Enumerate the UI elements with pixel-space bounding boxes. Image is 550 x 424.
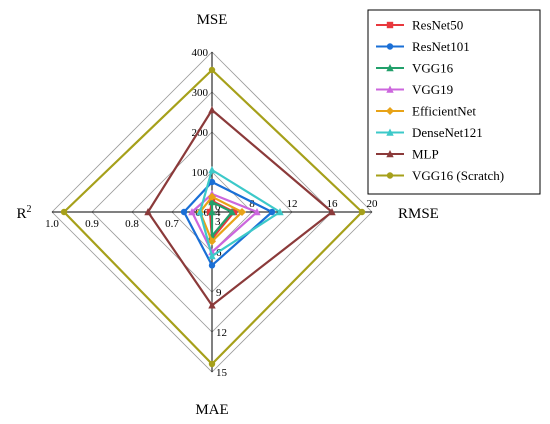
tick-label-mae-0: 3 <box>215 216 221 228</box>
legend-marker-vgg19 <box>386 85 394 93</box>
legend-label-vgg19: VGG19 <box>412 82 453 97</box>
legend-item-efficientnet: EfficientNet <box>376 104 476 119</box>
data-point-vgg16-scratch-r <box>60 208 68 216</box>
legend-label-resnet101: ResNet101 <box>412 39 470 54</box>
tick-label-r-1: 0.7 <box>165 218 179 230</box>
legend-item-densenet121: DenseNet121 <box>376 125 483 140</box>
legend-item-vgg16: VGG16 <box>376 61 454 76</box>
tick-label-mse-1: 100 <box>192 167 209 179</box>
legend-item-vgg16-scratch: VGG16 (Scratch) <box>376 168 504 183</box>
legend-item-vgg19: VGG19 <box>376 82 453 97</box>
data-point-vgg16-scratch-mse <box>208 66 216 74</box>
data-point-vgg16-scratch-mae <box>208 360 216 368</box>
data-point-vgg19-mae <box>208 248 216 256</box>
legend-marker-vgg16-scratch <box>386 172 394 179</box>
legend-marker-resnet101 <box>386 43 394 50</box>
legend-marker-efficientnet <box>386 107 394 115</box>
data-point-densenet121-mse <box>208 166 216 174</box>
legend: ResNet50ResNet101VGG16VGG19EfficientNetD… <box>367 9 541 195</box>
legend-marker-vgg16 <box>386 64 394 72</box>
data-point-densenet121-mae <box>208 252 216 260</box>
data-point-densenet121-rmse <box>276 208 284 216</box>
tick-label-rmse-0: 4 <box>215 207 221 219</box>
legend-label-vgg16-scratch: VGG16 (Scratch) <box>412 168 504 183</box>
data-point-resnet101-r <box>180 208 188 216</box>
legend-item-resnet50: ResNet50 <box>376 18 463 33</box>
legend-label-mlp: MLP <box>412 147 439 162</box>
tick-label-mse-4: 400 <box>192 47 209 59</box>
axis-title-rmse: RMSE <box>398 206 439 222</box>
tick-label-r-3: 0.9 <box>85 218 99 230</box>
legend-marker-mlp <box>386 150 394 158</box>
legend-marker-densenet121 <box>386 128 394 136</box>
data-point-densenet121-r <box>196 208 204 216</box>
data-point-efficientnet-rmse <box>238 208 246 216</box>
data-point-resnet101-rmse <box>268 208 276 216</box>
legend-label-efficientnet: EfficientNet <box>412 104 476 119</box>
legend-label-vgg16: VGG16 <box>412 61 454 76</box>
data-point-mlp-rmse <box>328 208 336 216</box>
tick-label-rmse-4: 20 <box>367 198 379 210</box>
legend-label-densenet121: DenseNet121 <box>412 125 483 140</box>
legend-item-resnet101: ResNet101 <box>376 39 470 54</box>
series <box>60 66 366 368</box>
axis-titles: MSE RMSE MAE R2 <box>16 12 438 418</box>
axis-title-r: R2 <box>16 204 31 222</box>
series-line-mlp <box>146 108 334 307</box>
data-point-resnet101-mse <box>208 178 216 186</box>
tick-label-rmse-3: 16 <box>327 198 339 210</box>
tick-label-r-2: 0.8 <box>125 218 139 230</box>
tick-label-mae-1: 6 <box>216 247 222 259</box>
tick-label-mae-4: 15 <box>216 367 228 379</box>
data-point-mlp-mae <box>208 301 216 309</box>
data-point-mlp-r <box>144 208 152 216</box>
data-point-vgg16-scratch-rmse <box>358 208 366 216</box>
legend-item-mlp: MLP <box>376 147 439 162</box>
data-point-vgg16-r <box>208 208 216 216</box>
tick-label-mse-3: 300 <box>192 87 209 99</box>
axis-title-mae: MAE <box>195 402 228 418</box>
legend-box <box>367 9 541 195</box>
data-point-efficientnet-mae <box>208 237 216 246</box>
series-vgg16 <box>208 198 236 240</box>
series-mlp <box>144 106 336 309</box>
series-vgg16-scratch <box>60 66 366 368</box>
data-point-resnet101-mae <box>208 262 216 269</box>
data-point-vgg19-r <box>188 208 196 216</box>
legend-label-resnet50: ResNet50 <box>412 18 463 33</box>
tick-label-r-4: 1.0 <box>45 218 59 230</box>
tick-label-rmse-2: 12 <box>287 198 298 210</box>
series-densenet121 <box>196 166 284 260</box>
data-point-vgg16-mse <box>208 198 216 206</box>
data-point-efficientnet-mse <box>208 192 216 201</box>
data-point-vgg16-rmse <box>228 208 236 216</box>
tick-label-mae-2: 9 <box>216 287 222 299</box>
tick-label-rmse-1: 8 <box>249 198 255 210</box>
tick-label-mse-0: 0 <box>215 201 221 213</box>
legend-marker-resnet50 <box>386 21 394 29</box>
axis-title-mse: MSE <box>197 12 228 28</box>
series-resnet101 <box>180 178 276 269</box>
tick-label-mae-3: 12 <box>216 327 227 339</box>
data-point-vgg19-rmse <box>253 208 261 216</box>
data-point-mlp-mse <box>208 106 216 114</box>
